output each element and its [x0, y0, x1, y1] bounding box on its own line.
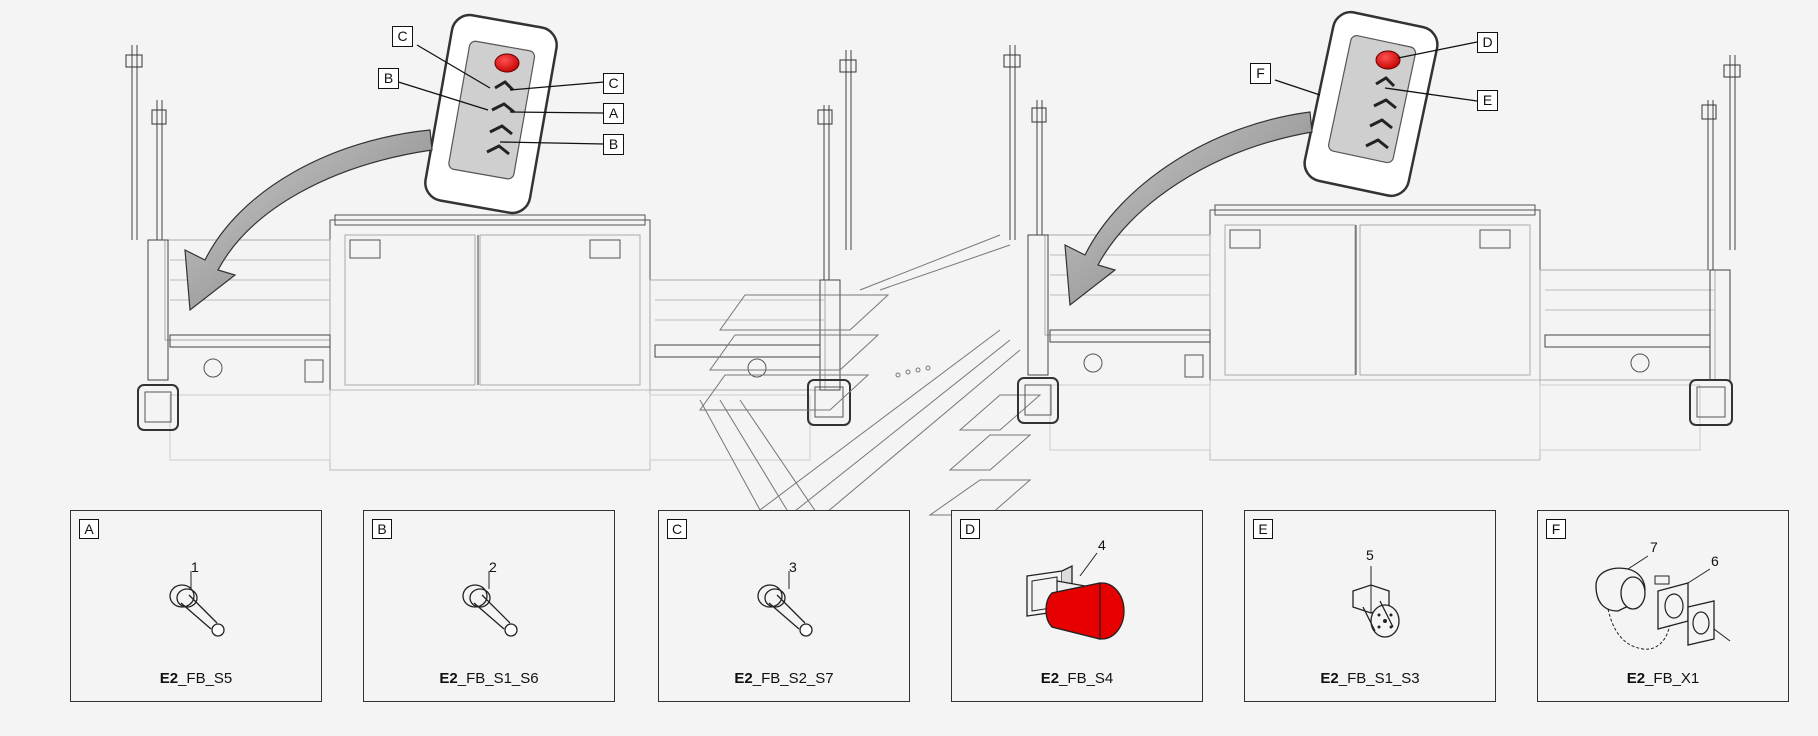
panel-label: C: [667, 519, 687, 539]
callout-b-right: B: [603, 134, 624, 155]
right-remote-control-pendant: [1303, 10, 1439, 198]
callout-a-right: A: [603, 103, 624, 124]
part-code: E2_FB_X1: [1626, 670, 1700, 687]
right-leader-lines: [1274, 41, 1478, 102]
callout-e: E: [1477, 90, 1498, 111]
detail-panel-e: E 5 E2_FB_S1_S3: [1244, 510, 1496, 702]
toggle-switch-icon: [169, 571, 225, 637]
toggle-switch-icon: [757, 571, 813, 637]
part-number: 4: [1098, 537, 1106, 553]
part-number-socket: 6: [1711, 553, 1719, 569]
detail-panel-b: B 2 E2_FB_S1_S6: [363, 510, 615, 702]
panel-label: E: [1253, 519, 1273, 539]
connection-guides: [699, 234, 1042, 519]
part-code: E2_FB_S4: [1040, 670, 1114, 687]
push-button-icon: [1352, 566, 1400, 638]
part-number: 5: [1366, 547, 1374, 563]
part-number: 1: [191, 559, 199, 575]
detail-panel-a: A 1 E2_FB_S5: [70, 510, 322, 702]
connector-socket-icon: [1595, 555, 1731, 650]
panel-label: D: [960, 519, 980, 539]
left-pointer-arrow: [184, 129, 433, 312]
part-code: E2_FB_S1_S6: [439, 670, 539, 687]
part-code: E2_FB_S1_S3: [1320, 670, 1420, 687]
part-number: 2: [489, 559, 497, 575]
callout-c-top-left: C: [392, 26, 413, 47]
emergency-stop-button-icon: [1026, 552, 1125, 640]
right-pointer-arrow: [1064, 111, 1313, 307]
part-code: E2_FB_S5: [159, 670, 233, 687]
callout-b-top-left: B: [378, 68, 399, 89]
part-number: 3: [789, 559, 797, 575]
panel-label: F: [1546, 519, 1566, 539]
detail-panel-c: C 3 E2_FB_S2_S7: [658, 510, 910, 702]
detail-panel-d: D 4 E2_FB_S4: [951, 510, 1203, 702]
left-leader-lines: [391, 44, 605, 145]
callout-d: D: [1477, 32, 1498, 53]
right-screed-assembly: [1003, 45, 1741, 461]
panel-label: A: [79, 519, 99, 539]
detail-panel-f: F 7 6 E2_FB_X1: [1537, 510, 1789, 702]
part-code: E2_FB_S2_S7: [734, 670, 834, 687]
left-remote-control-pendant: [424, 13, 558, 215]
callout-f: F: [1250, 63, 1271, 84]
part-number-cap: 7: [1650, 539, 1658, 555]
callout-c-right: C: [603, 73, 624, 94]
toggle-switch-icon: [462, 571, 518, 637]
left-screed-assembly: [125, 45, 857, 471]
panel-label: B: [372, 519, 392, 539]
